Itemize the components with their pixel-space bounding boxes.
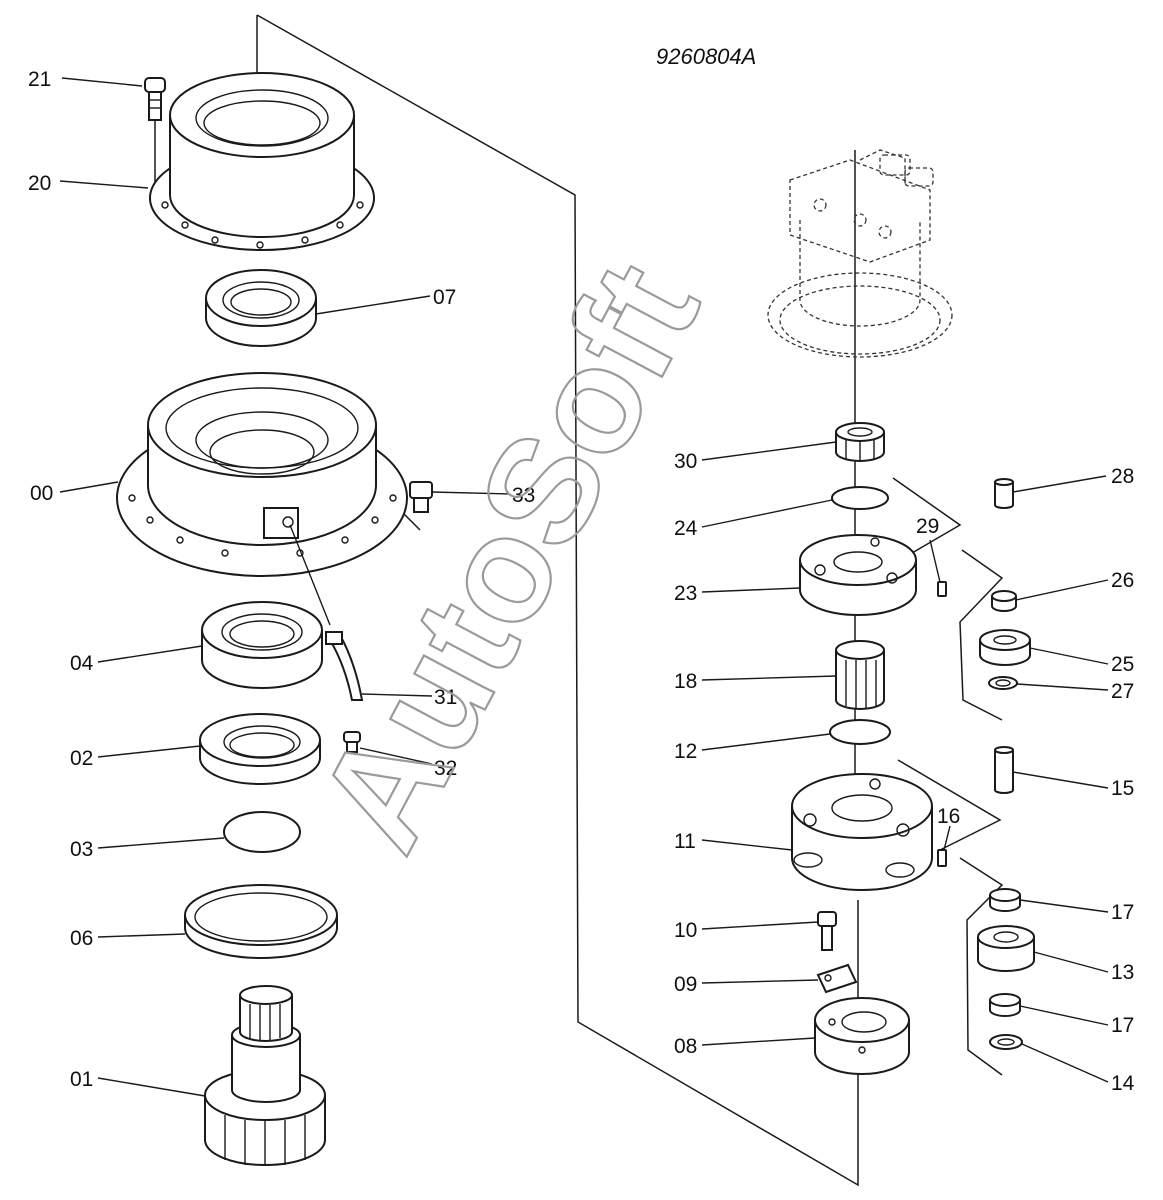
callout-labels: 21 20 07 00 33 04 31 02 32 03 06 01 30 2… [28, 68, 1135, 1095]
washer-27 [988, 676, 1018, 690]
ring-06 [184, 884, 338, 959]
needle-bearing-17a [989, 888, 1021, 912]
callout-04: 04 [70, 652, 94, 675]
needle-bearing-17b [989, 993, 1021, 1017]
pin-15 [994, 746, 1014, 794]
carrier-23 [799, 534, 917, 616]
fitting-32 [343, 731, 361, 753]
gear-30 [835, 422, 885, 462]
callout-12: 12 [674, 740, 697, 763]
callout-33: 33 [512, 484, 535, 507]
washer-14 [989, 1034, 1023, 1050]
bolt-10 [817, 911, 837, 951]
shaft-01 [204, 985, 326, 1166]
pin-16 [937, 849, 947, 867]
callout-28: 28 [1111, 465, 1134, 488]
callout-24: 24 [674, 517, 698, 540]
callout-11: 11 [674, 830, 696, 853]
housing-20 [149, 72, 375, 251]
callout-08: 08 [674, 1035, 697, 1058]
assembly-guide-lines [154, 14, 1004, 1187]
callout-30: 30 [674, 450, 697, 473]
callout-16: 16 [937, 805, 960, 828]
oring-03 [223, 811, 301, 853]
callout-14: 14 [1111, 1072, 1135, 1095]
callout-03: 03 [70, 838, 93, 861]
gear-25 [979, 629, 1031, 666]
callout-25: 25 [1111, 653, 1134, 676]
callout-32: 32 [434, 757, 457, 780]
callout-15: 15 [1111, 777, 1134, 800]
lock-plate-09 [816, 963, 858, 994]
callout-13: 13 [1111, 961, 1134, 984]
callout-26: 26 [1111, 569, 1134, 592]
pipe-31 [289, 524, 364, 701]
carrier-11 [791, 773, 933, 891]
drawing-number: 9260804A [656, 44, 756, 69]
callout-00: 00 [30, 482, 53, 505]
callout-18: 18 [674, 670, 697, 693]
bearing-04 [201, 601, 323, 689]
callout-02: 02 [70, 747, 93, 770]
callout-10: 10 [674, 919, 697, 942]
bearing-07 [205, 269, 317, 347]
seal-02 [199, 713, 321, 785]
bolt-21 [144, 77, 166, 121]
callout-06: 06 [70, 927, 93, 950]
pin-28 [994, 478, 1014, 509]
collar-08 [814, 997, 910, 1075]
washer-24 [831, 486, 889, 510]
callout-21: 21 [28, 68, 51, 91]
callout-09: 09 [674, 973, 697, 996]
callout-27: 27 [1111, 680, 1134, 703]
callout-31: 31 [434, 686, 457, 709]
motor-assembly [767, 149, 953, 358]
callout-17-lower: 17 [1111, 1014, 1134, 1037]
gear-18 [835, 640, 885, 710]
plug-33 [409, 481, 433, 513]
washer-12 [829, 719, 891, 745]
casing-00 [116, 372, 408, 577]
callout-20: 20 [28, 172, 51, 195]
callout-17-upper: 17 [1111, 901, 1134, 924]
pin-29 [937, 581, 947, 597]
leader-lines [59, 77, 1109, 1097]
callout-01: 01 [70, 1068, 93, 1091]
needle-bearing-26 [991, 590, 1017, 612]
gear-13 [977, 925, 1035, 972]
callout-29: 29 [916, 515, 939, 538]
callout-07: 07 [433, 286, 456, 309]
callout-23: 23 [674, 582, 697, 605]
